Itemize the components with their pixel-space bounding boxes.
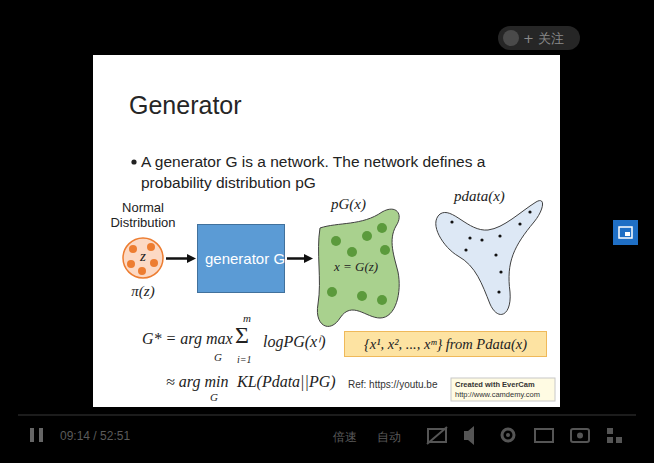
- flow-arrow: [166, 254, 196, 263]
- arrow-shaft: [287, 257, 305, 260]
- distribution-heading: Normal Distribution: [101, 200, 185, 230]
- fullscreen-icon: [607, 428, 613, 434]
- generated-sample-dot: [380, 245, 390, 255]
- generated-sample-dot: [357, 291, 367, 301]
- data-sample-dot: [499, 270, 502, 273]
- sample-set-box: {x¹, x², ..., xᵐ} from Pdata(x): [344, 331, 547, 357]
- latent-dot: [150, 259, 158, 267]
- distribution-label: pdata(x): [454, 188, 505, 205]
- danmaku-icon: [427, 427, 447, 444]
- settings-icon: [502, 429, 514, 441]
- data-sample-dot: [468, 236, 471, 239]
- follow-button: [498, 26, 580, 50]
- arrow-shaft: [166, 257, 188, 260]
- slide: [93, 55, 560, 407]
- generated-sample-dot: [347, 247, 357, 257]
- formula-text: ≈ arg min: [166, 373, 228, 391]
- pause-icon: [30, 428, 34, 442]
- formula-text: KL(Pdata||PG): [237, 373, 336, 391]
- sample-set-text: {x¹, x², ..., xᵐ} from Pdata(x): [364, 336, 527, 353]
- quality-button: 自动: [377, 429, 401, 446]
- side-icon-glyph: [625, 232, 630, 236]
- webfull-icon: [571, 429, 589, 442]
- sum-symbol: Σ: [235, 322, 249, 349]
- data-sample-dot: [480, 238, 483, 241]
- side-icon: [613, 220, 638, 245]
- latent-variable: z: [122, 248, 164, 265]
- data-distribution: pdata(x): [432, 188, 548, 324]
- watermark-text: http://www.camdemy.com: [455, 390, 540, 399]
- avatar-icon: [503, 30, 519, 46]
- arrow-head: [187, 254, 196, 263]
- reference-text: Ref: https://youtu.be: [348, 379, 438, 390]
- volume-icon: [464, 426, 474, 445]
- sample-formula: x = G(z): [334, 259, 378, 275]
- bullet-text: A generator G is a network. The network …: [141, 151, 551, 193]
- bullet-dot: [131, 159, 136, 164]
- data-sample-dot: [518, 222, 521, 225]
- latent-dot: [147, 243, 155, 251]
- speed-button: 倍速: [333, 429, 357, 446]
- follow-button-text: + 关注: [523, 30, 564, 48]
- generated-distribution: pG(x) x = G(z): [314, 196, 406, 336]
- data-sample-dot: [528, 210, 531, 213]
- data-sample-dot: [498, 234, 501, 237]
- widescreen-icon: [535, 429, 553, 442]
- data-sample-dot: [464, 248, 467, 251]
- watermark-box: [451, 378, 555, 401]
- webfull-icon: [577, 433, 583, 439]
- arrow-head: [304, 254, 313, 263]
- data-blob: [432, 188, 548, 324]
- generator-text: generator G: [205, 249, 277, 268]
- generated-blob-outline: [317, 209, 399, 326]
- generated-sample-dot: [327, 287, 337, 297]
- prior-distribution: Normal Distribution z π(z): [101, 200, 185, 306]
- data-blob-outline: [436, 201, 543, 315]
- latent-circle-outline: [123, 238, 163, 278]
- formula-subscript: G: [210, 391, 218, 403]
- latent-dot: [127, 260, 135, 268]
- generated-sample-dot: [377, 223, 387, 233]
- fullscreen-icon: [607, 437, 613, 443]
- latent-dot: [138, 267, 146, 275]
- settings-icon: [506, 433, 510, 437]
- distribution-label: pG(x): [331, 196, 366, 213]
- fullscreen-icon: [616, 437, 622, 443]
- data-sample-dot: [450, 220, 453, 223]
- formula-subscript: i=1: [237, 354, 252, 365]
- time-display: 09:14 / 52:51: [60, 429, 130, 443]
- flow-arrow: [287, 254, 313, 263]
- generated-sample-dot: [331, 236, 341, 246]
- formula-subscript: G: [214, 351, 222, 363]
- data-sample-dot: [494, 253, 497, 256]
- generated-sample-dot: [377, 295, 387, 305]
- generator-box: generator G: [197, 224, 285, 293]
- formula-text: logPG(xⁱ): [263, 330, 326, 352]
- prior-label: π(z): [101, 283, 185, 300]
- side-icon-glyph: [619, 227, 632, 238]
- formula-text: G* = arg max: [142, 330, 233, 348]
- generated-sample-dot: [362, 231, 372, 241]
- slide-title: Generator: [129, 91, 242, 120]
- watermark-text: Created with EverCam: [455, 380, 535, 389]
- data-sample-dot: [497, 290, 500, 293]
- progress-track: [18, 414, 636, 416]
- pause-icon: [39, 428, 43, 442]
- latent-dot: [129, 245, 137, 253]
